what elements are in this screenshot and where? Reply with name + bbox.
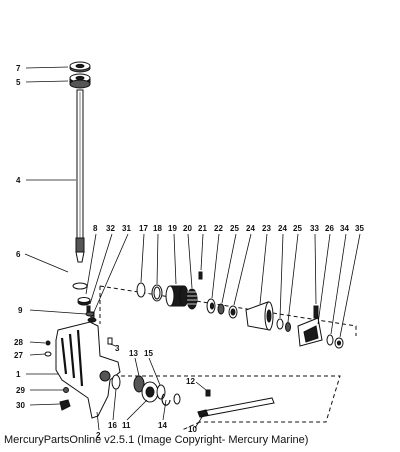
part-8-bearing[interactable] <box>77 297 91 306</box>
label-33: 33 <box>310 224 319 233</box>
part-29-screw[interactable] <box>63 387 69 393</box>
part-25b-ring[interactable] <box>285 322 291 332</box>
label-12: 12 <box>186 377 195 386</box>
label-5: 5 <box>16 78 21 87</box>
label-10: 10 <box>188 425 197 434</box>
part-27-washer[interactable] <box>44 351 52 357</box>
leader-lines <box>24 66 361 431</box>
label-25b: 25 <box>293 224 302 233</box>
label-18: 18 <box>153 224 162 233</box>
label-31: 31 <box>122 224 131 233</box>
part-labels: 7 5 4 6 8 32 31 17 18 19 20 21 22 25 24 … <box>14 64 364 440</box>
label-19: 19 <box>168 224 177 233</box>
part-18-o-ring[interactable] <box>151 284 163 302</box>
label-2: 2 <box>96 431 101 440</box>
part-26-cone[interactable] <box>297 317 323 347</box>
part-32-pin[interactable] <box>86 305 91 313</box>
part-9-seal[interactable] <box>85 311 95 317</box>
part-24b-seal[interactable] <box>276 318 284 330</box>
part-3-fitting[interactable] <box>107 337 113 345</box>
part-35-nut[interactable] <box>334 337 344 349</box>
label-1: 1 <box>16 370 21 379</box>
label-16: 16 <box>108 421 117 430</box>
label-3: 3 <box>115 344 120 353</box>
part-20-impeller[interactable] <box>186 288 198 310</box>
part-16-o-ring[interactable] <box>111 374 121 390</box>
label-30: 30 <box>16 401 25 410</box>
label-29: 29 <box>16 386 25 395</box>
label-17: 17 <box>139 224 148 233</box>
label-25a: 25 <box>230 224 239 233</box>
part-5-bearing[interactable] <box>69 73 91 89</box>
assembly-outline-lower <box>114 375 341 431</box>
label-23: 23 <box>262 224 271 233</box>
label-11: 11 <box>122 421 131 430</box>
part-6-ring[interactable] <box>72 282 88 290</box>
part-22-washer[interactable] <box>206 298 216 314</box>
label-7: 7 <box>16 64 21 73</box>
part-17-o-ring[interactable] <box>136 282 146 298</box>
part-25-ring[interactable] <box>217 303 225 315</box>
part-24-seal[interactable] <box>228 305 238 319</box>
label-27: 27 <box>14 351 23 360</box>
label-21: 21 <box>198 224 207 233</box>
label-4: 4 <box>16 176 21 185</box>
label-9: 9 <box>18 306 23 315</box>
part-12-pin[interactable] <box>205 389 211 397</box>
label-22: 22 <box>214 224 223 233</box>
label-6: 6 <box>16 250 21 259</box>
part-15b-washer[interactable] <box>173 393 181 405</box>
part-15-bearing[interactable] <box>156 384 166 400</box>
part-19-water-pump-body[interactable] <box>165 285 189 307</box>
part-11-bearing-cup[interactable] <box>141 381 159 403</box>
label-14: 14 <box>158 421 167 430</box>
label-28: 28 <box>14 338 23 347</box>
part-10-shift-shaft[interactable] <box>197 397 275 418</box>
label-26: 26 <box>325 224 334 233</box>
part-4-drive-shaft[interactable] <box>75 89 85 263</box>
image-caption: MercuryPartsOnline v2.5.1 (Image Copyrig… <box>4 434 309 446</box>
part-28-screw[interactable] <box>45 340 51 346</box>
label-24b: 24 <box>278 224 287 233</box>
label-32: 32 <box>106 224 115 233</box>
label-8: 8 <box>93 224 98 233</box>
label-13: 13 <box>129 349 138 358</box>
part-34-washer[interactable] <box>326 334 334 346</box>
label-15: 15 <box>144 349 153 358</box>
part-33-pin[interactable] <box>313 305 319 319</box>
part-21-key[interactable] <box>198 271 203 280</box>
part-7-bearing[interactable] <box>69 61 91 73</box>
part-14-ring[interactable] <box>161 393 171 406</box>
part-23-carrier[interactable] <box>245 301 274 331</box>
label-34: 34 <box>340 224 349 233</box>
label-20: 20 <box>183 224 192 233</box>
part-1-gear-housing[interactable] <box>55 317 121 419</box>
label-24a: 24 <box>246 224 255 233</box>
label-35: 35 <box>355 224 364 233</box>
part-30-anode[interactable] <box>59 399 71 411</box>
